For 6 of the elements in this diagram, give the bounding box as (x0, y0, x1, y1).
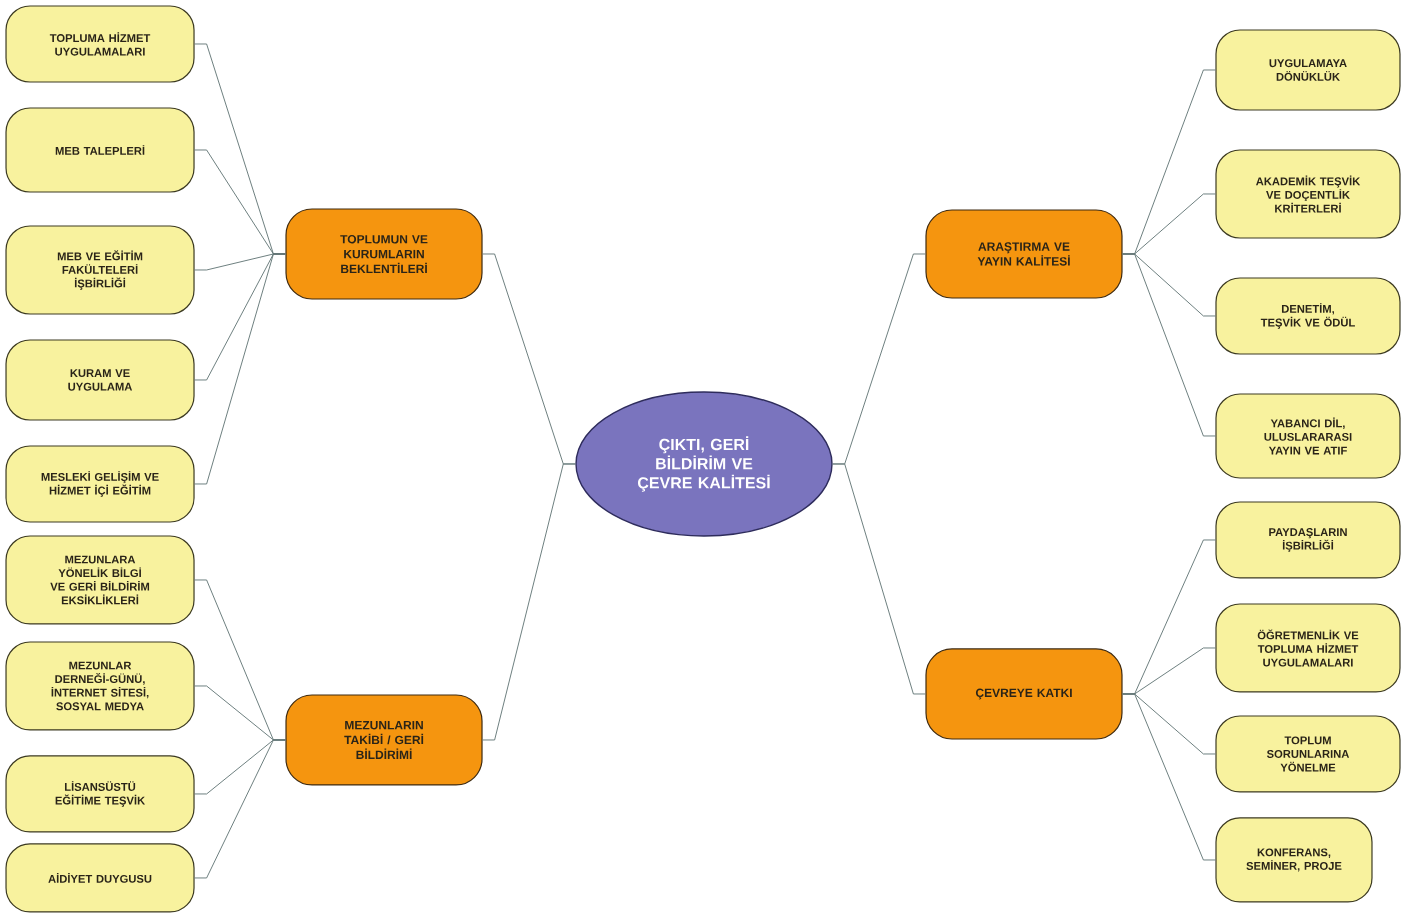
connector-line (194, 253, 286, 485)
connector-line (1122, 253, 1216, 437)
connector-line (1122, 693, 1216, 861)
connector-line (482, 463, 576, 741)
connector-line (832, 463, 926, 695)
connector-line (194, 739, 286, 879)
